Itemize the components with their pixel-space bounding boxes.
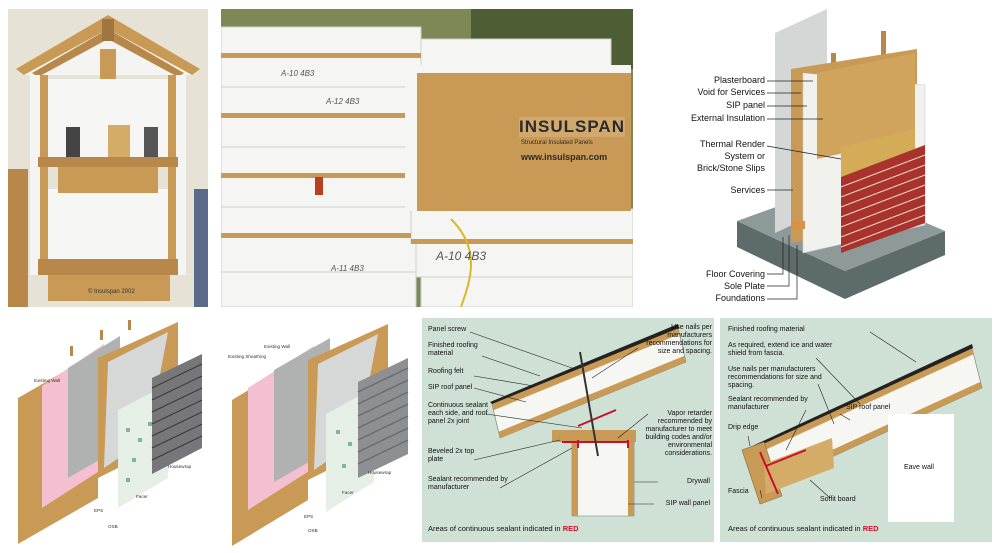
ev-soffit-board: Soffit board <box>820 496 856 503</box>
rw-vapor-retarder: Vapor retarder recommended by manufactur… <box>645 410 712 457</box>
ev-fascia: Fascia <box>728 488 749 495</box>
retrofit-brick-illustration <box>18 320 203 544</box>
rb-eps: EPS <box>94 508 104 513</box>
insulspan-subtitle: Structural Insulated Panels <box>521 140 593 146</box>
rs-facer: Facer <box>342 490 354 495</box>
rs-housewrap: Housewrap <box>368 470 392 475</box>
label-void-for-services: Void for Services <box>697 87 765 97</box>
retrofit-siding-diagram: Existing Sheathing Existing Wall Housewr… <box>218 318 414 548</box>
label-plasterboard: Plasterboard <box>713 75 765 85</box>
ev-footer-red: RED <box>862 524 879 533</box>
retrofit-siding-illustration <box>232 324 409 546</box>
rw-nails: Use nails per manufacturers recommendati… <box>646 324 712 355</box>
label-external-insulation: External Insulation <box>690 113 765 123</box>
rb-housewrap: Housewrap <box>168 464 192 469</box>
rw-footer-text: Areas of continuous sealant indicated in <box>428 524 561 533</box>
roof-wall-detail-illustration <box>469 324 687 517</box>
rs-osb: OSB <box>308 528 318 533</box>
rw-footer-red: RED <box>562 524 579 533</box>
panel-mark-4: A-10 4B3 <box>436 249 487 263</box>
ev-eave-wall: Eave wall <box>904 464 934 471</box>
rw-panel-screw: Panel screw <box>428 326 467 333</box>
rw-finished-roofing: Finished roofing material <box>428 342 478 357</box>
ev-footer-text: Areas of continuous sealant indicated in <box>728 524 861 533</box>
ev-nails: Use nails per manufacturers recommendati… <box>728 366 822 389</box>
rw-beveled-plate: Beveled 2x top plate <box>428 448 475 463</box>
panel-mark-3: A-11 4B3 <box>331 264 364 273</box>
rs-eps: EPS <box>304 514 314 519</box>
ev-ice-water-shield: As required, extend ice and water shield… <box>728 342 833 357</box>
rw-footer: Areas of continuous sealant indicated in… <box>428 524 579 533</box>
panel-mark-1: A-10 4B3 <box>281 69 315 78</box>
insulspan-brand: INSULSPAN <box>519 117 625 137</box>
ev-sip-roof-panel: SIP roof panel <box>846 404 891 411</box>
ev-sealant: Sealant recommended by manufacturer <box>728 396 808 411</box>
rs-existing-sheathing: Existing Sheathing <box>228 354 267 359</box>
rb-osb: OSB <box>108 524 118 529</box>
rw-continuous-sealant: Continuous sealant each side, and roof p… <box>428 402 488 425</box>
ev-footer: Areas of continuous sealant indicated in… <box>728 524 879 533</box>
label-thermal-render: Thermal Render <box>699 139 765 149</box>
label-services: Services <box>730 185 765 195</box>
eave-detail-illustration <box>741 331 983 522</box>
rw-sip-roof-panel: SIP roof panel <box>428 384 473 391</box>
rs-existing-wall: Existing Wall <box>264 344 291 349</box>
label-system-or: System or <box>724 151 765 161</box>
label-sole-plate: Sole Plate <box>723 281 765 291</box>
label-brick-stone-slips: Brick/Stone Slips <box>696 163 765 173</box>
wall-section-illustration <box>737 9 945 300</box>
label-floor-covering: Floor Covering <box>705 269 765 279</box>
wall-section-diagram: Plasterboard Void for Services SIP panel… <box>645 9 995 307</box>
label-foundations: Foundations <box>715 293 765 303</box>
model-stamp: © Insulspan 2002 <box>88 289 135 295</box>
sip-house-model-illustration <box>8 9 208 307</box>
retrofit-brick-diagram: Existing Wall Facer Housewrap EPS OSB <box>8 318 208 548</box>
ev-finished-roofing: Finished roofing material <box>728 326 805 333</box>
rw-roofing-felt: Roofing felt <box>428 368 464 375</box>
rb-facer: Facer <box>136 494 148 499</box>
insulspan-url: www.insulspan.com <box>521 152 608 162</box>
label-sip-panel: SIP panel <box>726 100 765 110</box>
panel-mark-2: A-12 4B3 <box>326 97 360 106</box>
rw-sealant-manufacturer: Sealant recommended by manufacturer <box>428 476 508 491</box>
rw-sip-wall-panel: SIP wall panel <box>665 500 710 507</box>
sip-panel-stack-photo: INSULSPAN Structural Insulated Panels ww… <box>221 9 633 307</box>
sip-house-model-photo: © Insulspan 2002 <box>8 9 208 307</box>
panel-stack-illustration <box>221 9 633 307</box>
rw-drywall: Drywall <box>687 478 710 485</box>
rb-existing-wall: Existing Wall <box>34 378 61 383</box>
ev-drip-edge: Drip edge <box>728 424 759 431</box>
eave-detail: Finished roofing material As required, e… <box>720 318 992 542</box>
roof-wall-detail: Panel screw Finished roofing material Ro… <box>422 318 714 542</box>
